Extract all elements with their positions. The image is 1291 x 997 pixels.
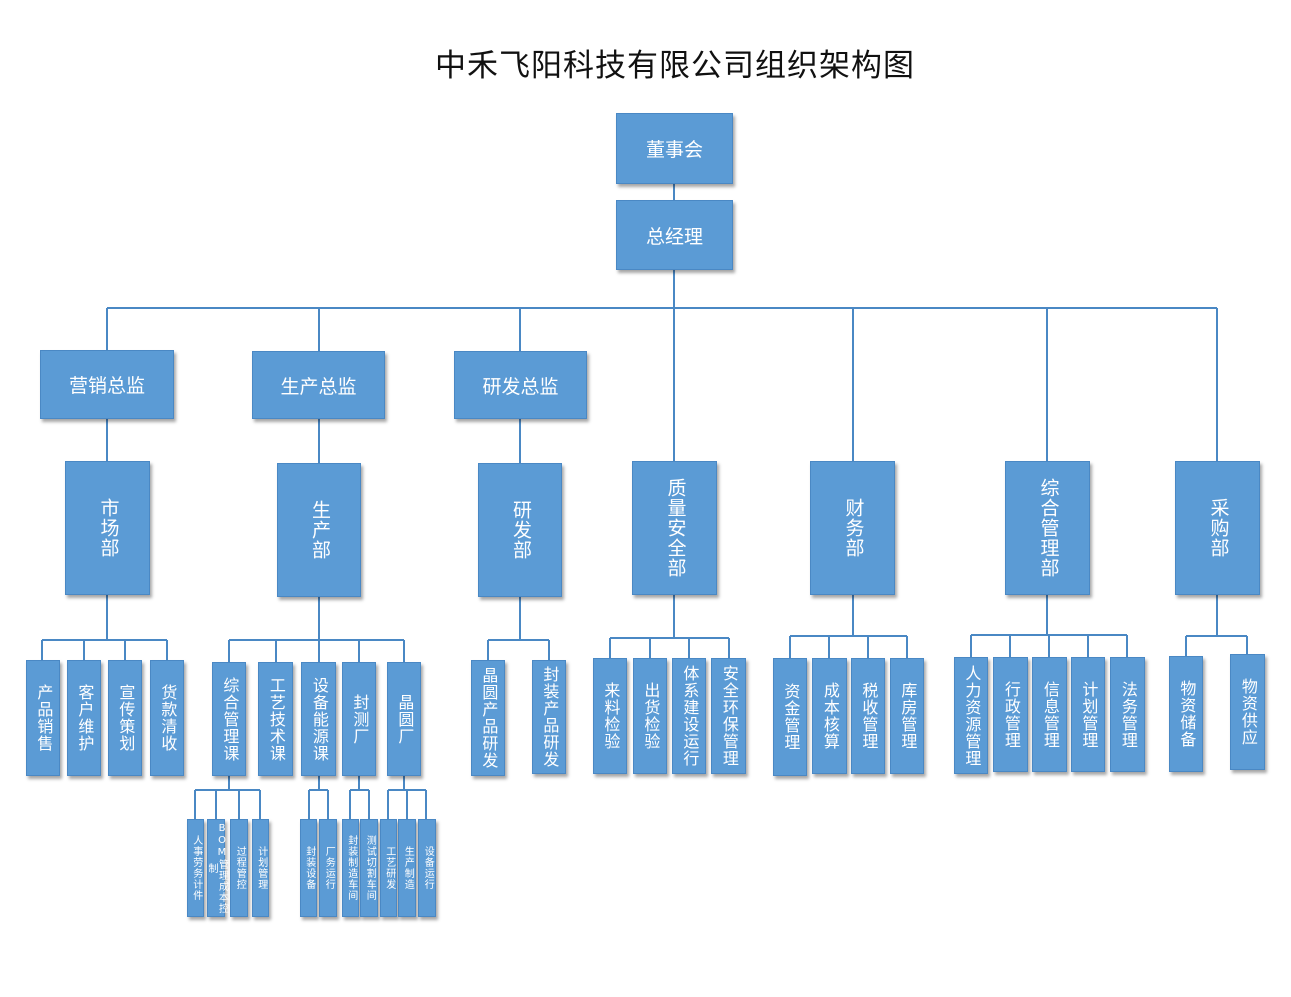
- production-unit-box: 综合管理课: [212, 662, 246, 776]
- chart-title: 中禾飞阳科技有限公司组织架构图: [435, 48, 915, 84]
- equipment-subunit-box: 封装设备: [300, 819, 317, 917]
- admin-unit-box: 法务管理: [1110, 657, 1145, 772]
- wafer-subunit-box: 生产制造: [398, 819, 416, 917]
- production-unit-box: 设备能源课: [301, 662, 336, 776]
- admin-unit-box: 信息管理: [1032, 657, 1067, 772]
- wafer-subunit-box: 工艺研发: [380, 819, 397, 917]
- market-department-box: 市场部: [65, 461, 150, 595]
- quality-unit-box: 出货检验: [633, 658, 667, 774]
- rnd-department-box: 研发部: [478, 463, 562, 597]
- general-mgmt-subunit-box: 人事劳务计件: [187, 819, 204, 917]
- purchase-unit-box: 物资供应: [1230, 654, 1265, 770]
- marketing-director-box: 营销总监: [40, 350, 174, 419]
- packaging-test-subunit-box: 封装制造车间: [342, 819, 359, 917]
- finance-unit-box: 库房管理: [890, 658, 924, 774]
- wafer-subunit-box: 设备运行: [418, 819, 436, 917]
- general-manager-box: 总经理: [616, 200, 733, 270]
- finance-unit-box: 成本核算: [812, 658, 847, 774]
- general-mgmt-subunit-box: BOM管理成本控制: [206, 819, 228, 917]
- quality-department-box: 质量安全部: [632, 461, 717, 595]
- quality-unit-box: 安全环保管理: [711, 658, 746, 774]
- admin-unit-box: 人力资源管理: [954, 657, 988, 774]
- equipment-subunit-box: 厂务运行: [319, 819, 337, 917]
- market-unit-box: 产品销售: [26, 660, 60, 776]
- rnd-unit-box: 封装产品研发: [532, 660, 566, 774]
- admin-department-box: 综合管理部: [1005, 461, 1090, 595]
- rnd-director-box: 研发总监: [454, 351, 587, 419]
- market-unit-box: 货款清收: [150, 660, 184, 776]
- rnd-unit-box: 晶圆产品研发: [471, 660, 505, 776]
- finance-department-box: 财务部: [810, 461, 895, 595]
- general-mgmt-subunit-box: 计划管理: [252, 819, 269, 917]
- purchase-unit-box: 物资储备: [1169, 656, 1203, 772]
- production-department-box: 生产部: [277, 463, 361, 597]
- purchase-department-box: 采购部: [1175, 461, 1260, 595]
- quality-unit-box: 来料检验: [593, 658, 627, 774]
- admin-unit-box: 计划管理: [1071, 657, 1105, 772]
- production-director-box: 生产总监: [252, 351, 385, 419]
- production-unit-box: 封测厂: [342, 662, 376, 776]
- finance-unit-box: 税收管理: [851, 658, 885, 774]
- production-unit-box: 晶圆厂: [387, 662, 421, 776]
- market-unit-box: 宣传策划: [108, 660, 142, 776]
- quality-unit-box: 体系建设运行: [672, 658, 706, 774]
- admin-unit-box: 行政管理: [993, 657, 1028, 772]
- packaging-test-subunit-box: 测试切割车间: [360, 819, 378, 917]
- market-unit-box: 客户维护: [67, 660, 101, 776]
- board-box: 董事会: [616, 113, 733, 184]
- finance-unit-box: 资金管理: [773, 658, 807, 776]
- general-mgmt-subunit-box: 过程管控: [230, 819, 248, 917]
- production-unit-box: 工艺技术课: [258, 662, 293, 776]
